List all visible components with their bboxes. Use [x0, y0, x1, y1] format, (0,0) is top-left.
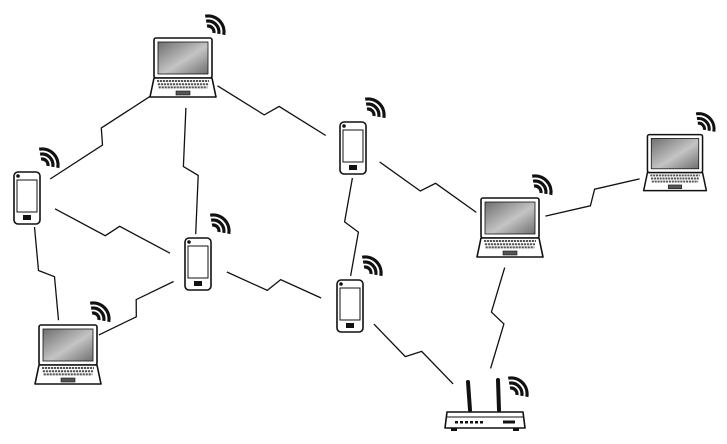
wifi-signal-icon: [361, 255, 383, 277]
smartphone-icon: [336, 279, 364, 333]
laptop-bottom-left: [34, 301, 111, 385]
wireless-link-phone-left-to-phone-center-left: [54, 208, 171, 254]
wireless-link-laptop-center-right-to-router: [489, 267, 506, 369]
laptop-icon: [34, 324, 102, 385]
nodes-layer: [13, 14, 716, 431]
smartphone-icon: [339, 121, 367, 175]
phone-center-left: [184, 213, 231, 291]
wifi-signal-icon: [531, 174, 553, 196]
phone-top-center: [339, 97, 386, 175]
wifi-signal-icon: [364, 97, 386, 119]
laptop-top: [149, 14, 226, 98]
wireless-link-phone-center-left-to-laptop-bottom-left: [98, 280, 174, 336]
laptop-icon: [642, 133, 708, 192]
smartphone-icon: [13, 171, 41, 225]
wireless-router-icon: [444, 378, 526, 431]
laptop-far-right: [642, 112, 716, 192]
smartphone-icon: [184, 237, 212, 291]
wifi-signal-icon: [204, 14, 226, 36]
wifi-signal-icon: [209, 213, 231, 235]
wireless-link-laptop-top-to-phone-center-left: [182, 107, 199, 235]
wireless-link-phone-center-to-router: [373, 323, 454, 385]
wireless-link-laptop-top-to-phone-left: [49, 93, 154, 180]
wireless-link-laptop-top-to-phone-top-center: [217, 85, 327, 137]
links-layer: [33, 85, 640, 385]
phone-left: [13, 147, 60, 225]
router: [444, 376, 529, 431]
phone-center: [336, 255, 383, 333]
wireless-link-laptop-center-right-to-laptop-far-right: [545, 178, 640, 217]
wireless-link-phone-top-center-to-phone-center: [343, 177, 360, 277]
wifi-signal-icon: [38, 147, 60, 169]
laptop-icon: [476, 197, 544, 258]
laptop-icon: [149, 37, 217, 98]
laptop-center-right: [476, 174, 553, 258]
wifi-signal-icon: [507, 376, 529, 398]
wireless-link-phone-top-center-to-laptop-center-right: [379, 161, 477, 213]
wifi-signal-icon: [695, 112, 716, 132]
wireless-link-phone-center-left-to-phone-center: [226, 271, 322, 299]
wireless-link-phone-left-to-laptop-bottom-left: [33, 226, 60, 321]
wifi-signal-icon: [89, 301, 111, 323]
